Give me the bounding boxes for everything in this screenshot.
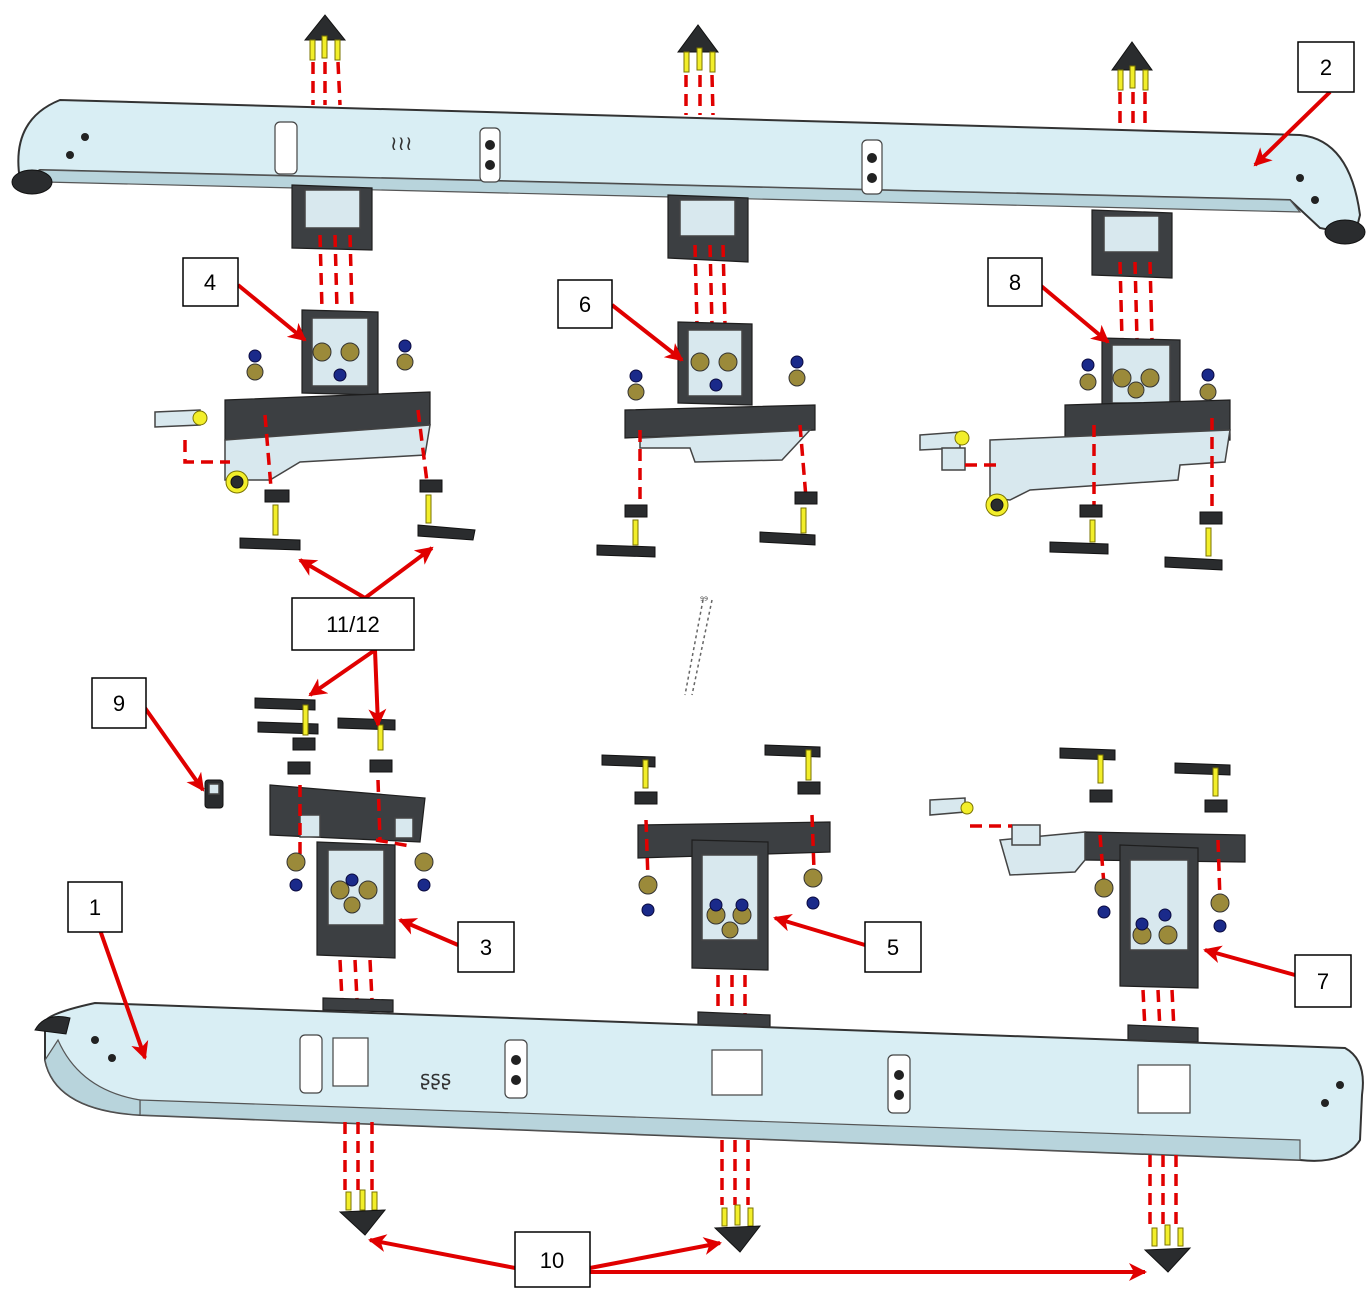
arrow-11-12-d xyxy=(368,649,387,727)
arrow-10-a xyxy=(368,1234,516,1270)
arrow-1 xyxy=(98,929,149,1060)
arrow-11-12-c xyxy=(308,648,377,697)
callout-3-label: 3 xyxy=(480,935,492,960)
bottom-fastener-group-center xyxy=(713,1140,762,1253)
arrow-5 xyxy=(773,913,866,947)
callout-7-label: 7 xyxy=(1317,969,1329,994)
top-mount-block-center xyxy=(667,194,749,326)
callout-2-label: 2 xyxy=(1320,55,1332,80)
callout-4-label: 4 xyxy=(204,270,216,295)
bracket-assembly-3 xyxy=(254,697,434,1013)
top-fastener-group-left xyxy=(303,14,347,106)
bottom-fastener-group-left xyxy=(338,1122,387,1236)
end-cap-icon xyxy=(11,169,53,195)
callout-arrows xyxy=(98,90,1332,1281)
svg-text:ʂʂʂ: ʂʂʂ xyxy=(420,1066,451,1090)
callout-5-label: 5 xyxy=(887,935,899,960)
top-fastener-group-center xyxy=(677,24,719,116)
bracket-assembly-8 xyxy=(919,337,1231,571)
bracket-assembly-6 xyxy=(596,321,818,558)
bracket-assembly-5 xyxy=(601,744,831,1029)
svg-text:≀≀≀: ≀≀≀ xyxy=(390,131,413,155)
arrow-4 xyxy=(236,283,307,342)
bottom-fastener-group-right xyxy=(1143,1155,1192,1273)
callout-9-label: 9 xyxy=(113,691,125,716)
small-screws: ⁹⁹ xyxy=(684,596,713,696)
arrow-6 xyxy=(610,303,684,362)
end-cap-icon xyxy=(34,1016,71,1035)
callout-8-label: 8 xyxy=(1009,270,1021,295)
arrow-7 xyxy=(1203,945,1296,977)
callout-6: 6 xyxy=(557,279,613,329)
end-cap-icon xyxy=(1324,219,1366,245)
arrow-2 xyxy=(1253,90,1332,167)
part-9-clip xyxy=(204,779,224,809)
callout-8: 8 xyxy=(987,257,1043,307)
callout-10: 10 xyxy=(514,1231,591,1288)
arrow-11-12-a xyxy=(298,558,367,600)
svg-text:⁹⁹: ⁹⁹ xyxy=(700,596,708,607)
callout-7: 7 xyxy=(1294,954,1352,1008)
arrow-10-b xyxy=(589,1237,722,1270)
running-board-top: ≀≀≀ xyxy=(11,98,1366,245)
callout-3: 3 xyxy=(457,921,515,973)
bracket-assembly-4 xyxy=(154,309,476,551)
arrow-9 xyxy=(143,706,205,792)
callout-10-label: 10 xyxy=(540,1248,564,1273)
bracket-assembly-7 xyxy=(929,747,1246,1043)
callout-4: 4 xyxy=(182,257,239,307)
callout-9: 9 xyxy=(91,677,147,729)
arrow-11-12-b xyxy=(363,546,434,600)
callout-5: 5 xyxy=(864,921,922,973)
callout-1-label: 1 xyxy=(89,895,101,920)
arrow-3 xyxy=(398,918,459,947)
callout-2: 2 xyxy=(1297,41,1355,93)
top-mount-block-left xyxy=(291,184,373,311)
top-fastener-group-right xyxy=(1111,41,1153,130)
callout-6-label: 6 xyxy=(579,292,591,317)
callout-11-12-label: 11/12 xyxy=(326,612,379,637)
arrow-8 xyxy=(1038,283,1110,344)
running-board-bottom: ʂʂʂ xyxy=(34,1001,1364,1162)
callout-1: 1 xyxy=(67,881,123,933)
callout-11-12: 11/12 xyxy=(291,597,415,651)
top-mount-block-right xyxy=(1091,209,1173,341)
